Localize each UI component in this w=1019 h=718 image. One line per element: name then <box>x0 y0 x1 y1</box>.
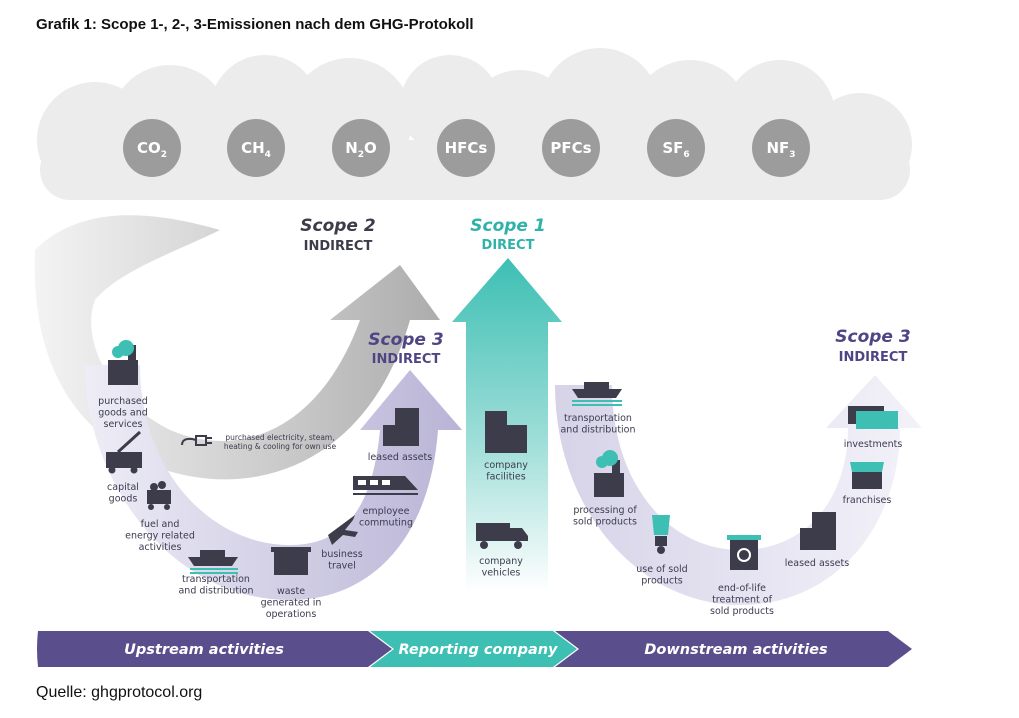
gas-circles: CO2 CH4 N2O HFCs PFCs SF6 NF3 <box>123 119 810 177</box>
downstream-label: Downstream activities <box>644 642 828 658</box>
scope3-downstream-label: Scope 3 INDIRECT <box>835 327 910 365</box>
reporting-label: Reporting company <box>398 642 558 658</box>
company-facilities-icon <box>485 411 527 453</box>
franchises-label: franchises <box>843 495 892 506</box>
building-icon <box>383 408 419 446</box>
scope1-label: Scope 1 DIRECT <box>470 216 545 253</box>
scope3-up-type: INDIRECT <box>372 352 441 367</box>
gas-label: N2O <box>345 139 377 160</box>
reporting-band <box>370 631 577 667</box>
leased-assets-upstream-label: leased assets <box>368 452 432 463</box>
leased-building-icon <box>800 512 836 550</box>
gas-circle <box>227 119 285 177</box>
source-caption: Quelle: ghgprotocol.org <box>36 684 203 701</box>
crane-truck-icon <box>106 430 142 474</box>
gas-circle <box>332 119 390 177</box>
figure-title: Grafik 1: Scope 1-, 2-, 3-Emissionen nac… <box>36 16 474 33</box>
scope2-label: Scope 2 INDIRECT <box>300 216 375 254</box>
processing-factory-icon <box>594 450 624 497</box>
waste-container-icon <box>271 547 311 575</box>
factory-icon <box>108 340 138 385</box>
scope1-name: Scope 1 <box>470 216 545 236</box>
gas-label: CO2 <box>137 139 167 160</box>
company-vehicle-icon <box>476 523 528 549</box>
scope3-down-type: INDIRECT <box>839 350 908 365</box>
gas-circle <box>647 119 705 177</box>
scope3-down-name: Scope 3 <box>835 327 910 347</box>
airplane-icon <box>328 515 358 545</box>
plug-icon <box>181 435 212 446</box>
franchise-shop-icon <box>850 462 884 489</box>
scope3-up-name: Scope 3 <box>368 330 443 350</box>
scope3-upstream-arrow <box>85 365 462 600</box>
train-icon <box>353 476 418 495</box>
gas-circle <box>437 119 495 177</box>
scope2-name: Scope 2 <box>300 216 375 236</box>
upstream-band <box>37 631 392 667</box>
downstream-band <box>555 631 912 667</box>
scope2-type: INDIRECT <box>304 239 373 254</box>
gas-circle <box>752 119 810 177</box>
scope3-upstream-label: Scope 3 INDIRECT <box>368 330 443 367</box>
gas-label: SF6 <box>662 139 689 160</box>
recycle-bin-icon <box>727 535 761 570</box>
gas-circle <box>542 119 600 177</box>
activity-band: Upstream activities Reporting company Do… <box>37 631 912 667</box>
gas-circle <box>123 119 181 177</box>
gas-label: HFCs <box>445 139 488 157</box>
money-icon <box>848 406 898 429</box>
leased-assets-downstream-label: leased assets <box>785 558 849 569</box>
ship-icon <box>188 550 238 574</box>
gas-label: PFCs <box>550 139 591 157</box>
gas-label: NF3 <box>766 139 795 160</box>
scope1-type: DIRECT <box>482 238 535 253</box>
gas-label: CH4 <box>241 139 271 160</box>
coal-cart-icon <box>147 481 171 510</box>
ship-downstream-icon <box>572 382 622 406</box>
upstream-label: Upstream activities <box>124 642 284 658</box>
investments-label: investments <box>844 439 903 450</box>
light-bulb-icon <box>652 515 670 554</box>
purchased-electricity-label: purchased electricity, steam,heating & c… <box>224 433 337 451</box>
